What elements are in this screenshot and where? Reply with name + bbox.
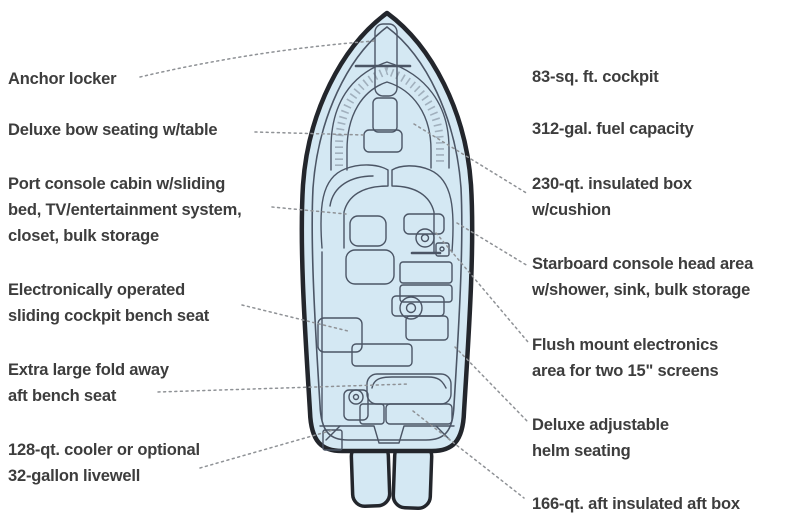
electronics-panel-lower <box>399 284 453 303</box>
callout-text-line: bed, TV/entertainment system, <box>8 201 242 219</box>
aft-bench-back <box>371 376 447 389</box>
leader-port-console <box>271 206 347 215</box>
electronics-panel-upper <box>399 261 453 284</box>
anchor-locker-shape <box>374 23 398 97</box>
sliding-bench-shape <box>317 317 363 353</box>
callout-text-line: area for two 15" screens <box>532 362 719 380</box>
callout-text-line: Anchor locker <box>8 70 117 88</box>
callout-cockpit-area: 83-sq. ft. cockpit <box>532 64 659 90</box>
callout-insulated-box: 230-qt. insulated box w/cushion <box>532 171 692 223</box>
callout-anchor-locker: Anchor locker <box>8 66 117 92</box>
leader-anchor-locker <box>139 40 375 78</box>
callout-text-line: w/shower, sink, bulk storage <box>532 281 751 299</box>
bow-table-base <box>363 129 403 153</box>
callout-deluxe-bow-seating: Deluxe bow seating w/table <box>8 117 218 143</box>
leader-aft-bench <box>157 383 410 393</box>
callout-text-line: 128-qt. cooler or optional <box>8 441 200 459</box>
callout-helm-seating: Deluxe adjustable helm seating <box>532 412 669 464</box>
bow-area <box>330 23 450 171</box>
callout-text-line: closet, bulk storage <box>8 227 159 245</box>
helm-seat-base <box>351 343 413 367</box>
port-console-inner-curve <box>329 175 374 207</box>
callout-text-line: Flush mount electronics <box>532 336 719 354</box>
callout-text-line: helm seating <box>532 442 631 460</box>
livewell-lid-dot <box>352 393 360 401</box>
steering-wheel-hub <box>405 302 417 314</box>
callout-text-line: sliding cockpit bench seat <box>8 307 210 325</box>
callout-text-line: aft bench seat <box>8 387 117 405</box>
aft-locker-small <box>359 403 385 425</box>
callout-text-line: 230-qt. insulated box <box>532 175 692 193</box>
leader-helm-seating <box>454 346 529 423</box>
callout-cooler-livewell: 128-qt. cooler or optional 32-gallon liv… <box>8 437 200 489</box>
aft-box-shape <box>385 403 453 425</box>
steering-wheel <box>399 296 423 320</box>
starboard-console <box>351 165 454 367</box>
callout-sliding-cockpit-bench: Electronically operated sliding cockpit … <box>8 277 209 329</box>
bow-seating-outer <box>330 61 450 171</box>
leader-insulated-box <box>413 123 529 195</box>
deck-fitting-dot <box>439 246 445 252</box>
callout-text-line: Port console cabin w/sliding <box>8 175 226 193</box>
deck-fitting-box <box>435 242 450 257</box>
callout-text-line: Electronically operated <box>8 281 185 299</box>
callout-text-line: 166-qt. aft insulated aft box <box>532 495 740 513</box>
leader-starboard-head <box>456 222 529 267</box>
callout-flush-mount-electronics: Flush mount electronics area for two 15"… <box>532 332 719 384</box>
leader-aft-box <box>412 410 525 499</box>
callout-fold-away-aft-bench: Extra large fold away aft bench seat <box>8 357 169 409</box>
transom-line <box>319 425 455 444</box>
callout-text-line: Extra large fold away <box>8 361 169 379</box>
starboard-console-outline <box>391 165 454 253</box>
callout-text-line: Deluxe bow seating w/table <box>8 121 218 139</box>
port-console <box>317 164 395 421</box>
callout-port-console-cabin: Port console cabin w/sliding bed, TV/ent… <box>8 171 242 249</box>
sink-circle <box>415 228 435 248</box>
hull-outline-shape <box>299 10 475 454</box>
bow-seating-inner <box>346 81 432 171</box>
hull <box>299 10 475 454</box>
sink-drain <box>420 233 430 243</box>
stern-area <box>319 373 455 451</box>
leader-lines <box>139 40 529 499</box>
callout-text-line: Starboard console head area <box>532 255 754 273</box>
callout-text-line: 83-sq. ft. cockpit <box>532 68 659 86</box>
callout-starboard-console-head: Starboard console head area w/shower, si… <box>532 251 753 303</box>
callout-fuel-capacity: 312-gal. fuel capacity <box>532 116 694 142</box>
cooler-shape <box>322 429 343 451</box>
leader-cockpit-bench <box>241 304 349 332</box>
port-console-cushion <box>349 215 387 247</box>
cabin-hatch <box>345 249 395 285</box>
leader-flush-electronics <box>435 232 529 343</box>
transom-corner-right <box>435 425 451 441</box>
leader-cooler <box>199 429 334 469</box>
transom-corner-left <box>325 425 341 441</box>
callout-aft-insulated-box: 166-qt. aft insulated aft box <box>532 491 740 517</box>
inner-gunwale-line <box>311 26 463 441</box>
bow-seating-hatch <box>335 66 444 166</box>
port-console-outline <box>320 164 389 249</box>
livewell-lid <box>348 389 364 405</box>
callout-text-line: 32-gallon livewell <box>8 467 141 485</box>
callout-text-line: w/cushion <box>532 201 611 219</box>
callout-text-line: Deluxe adjustable <box>532 416 669 434</box>
helm-seat-pedestal <box>405 315 449 341</box>
bow-table-column <box>372 97 398 133</box>
leader-bow-seating <box>254 131 365 136</box>
callout-text-line: 312-gal. fuel capacity <box>532 120 694 138</box>
